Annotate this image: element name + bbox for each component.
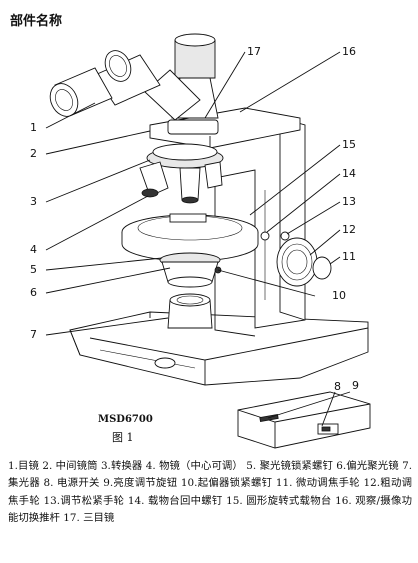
polarizing-condenser <box>159 252 222 288</box>
callout-7: 7 <box>30 328 37 341</box>
callout-17: 17 <box>247 45 261 58</box>
callout-1: 1 <box>30 121 37 134</box>
parts-list: 1.目镜 2. 中间镜筒 3.转换器 4. 物镜（中心可调） 5. 聚光镜锁紧螺… <box>8 460 412 524</box>
leader-lines <box>45 51 351 427</box>
callout-4: 4 <box>30 243 37 256</box>
callout-16: 16 <box>342 45 356 58</box>
figure-caption: 图 1 <box>112 431 134 444</box>
revolving-nosepiece <box>146 143 224 169</box>
callout-labels: 1 2 3 4 5 6 7 8 9 10 11 12 13 14 15 16 1… <box>30 45 359 393</box>
page-title: 部件名称 <box>10 14 63 29</box>
callout-6: 6 <box>30 286 37 299</box>
callout-2: 2 <box>30 147 37 160</box>
trinocular-head <box>144 33 301 149</box>
callout-10: 10 <box>332 289 346 302</box>
callout-12: 12 <box>342 223 356 236</box>
callout-9: 9 <box>352 379 359 392</box>
objectives <box>139 161 223 204</box>
callout-13: 13 <box>342 195 356 208</box>
callout-15: 15 <box>342 138 356 151</box>
focus-knobs <box>276 231 332 287</box>
base-rear-panel <box>237 391 371 449</box>
callout-5: 5 <box>30 263 37 276</box>
rotating-stage <box>121 213 270 262</box>
collector-lens <box>167 293 213 329</box>
model-label: MSD6700 <box>98 414 153 425</box>
microscope-base <box>69 311 369 386</box>
callout-3: 3 <box>30 195 37 208</box>
callout-14: 14 <box>342 167 356 180</box>
microscope-diagram: 1 2 3 4 5 6 7 8 9 10 11 12 13 14 15 16 1… <box>30 33 371 449</box>
callout-8: 8 <box>334 380 341 393</box>
callout-11: 11 <box>342 250 356 263</box>
eyepieces <box>49 50 161 117</box>
